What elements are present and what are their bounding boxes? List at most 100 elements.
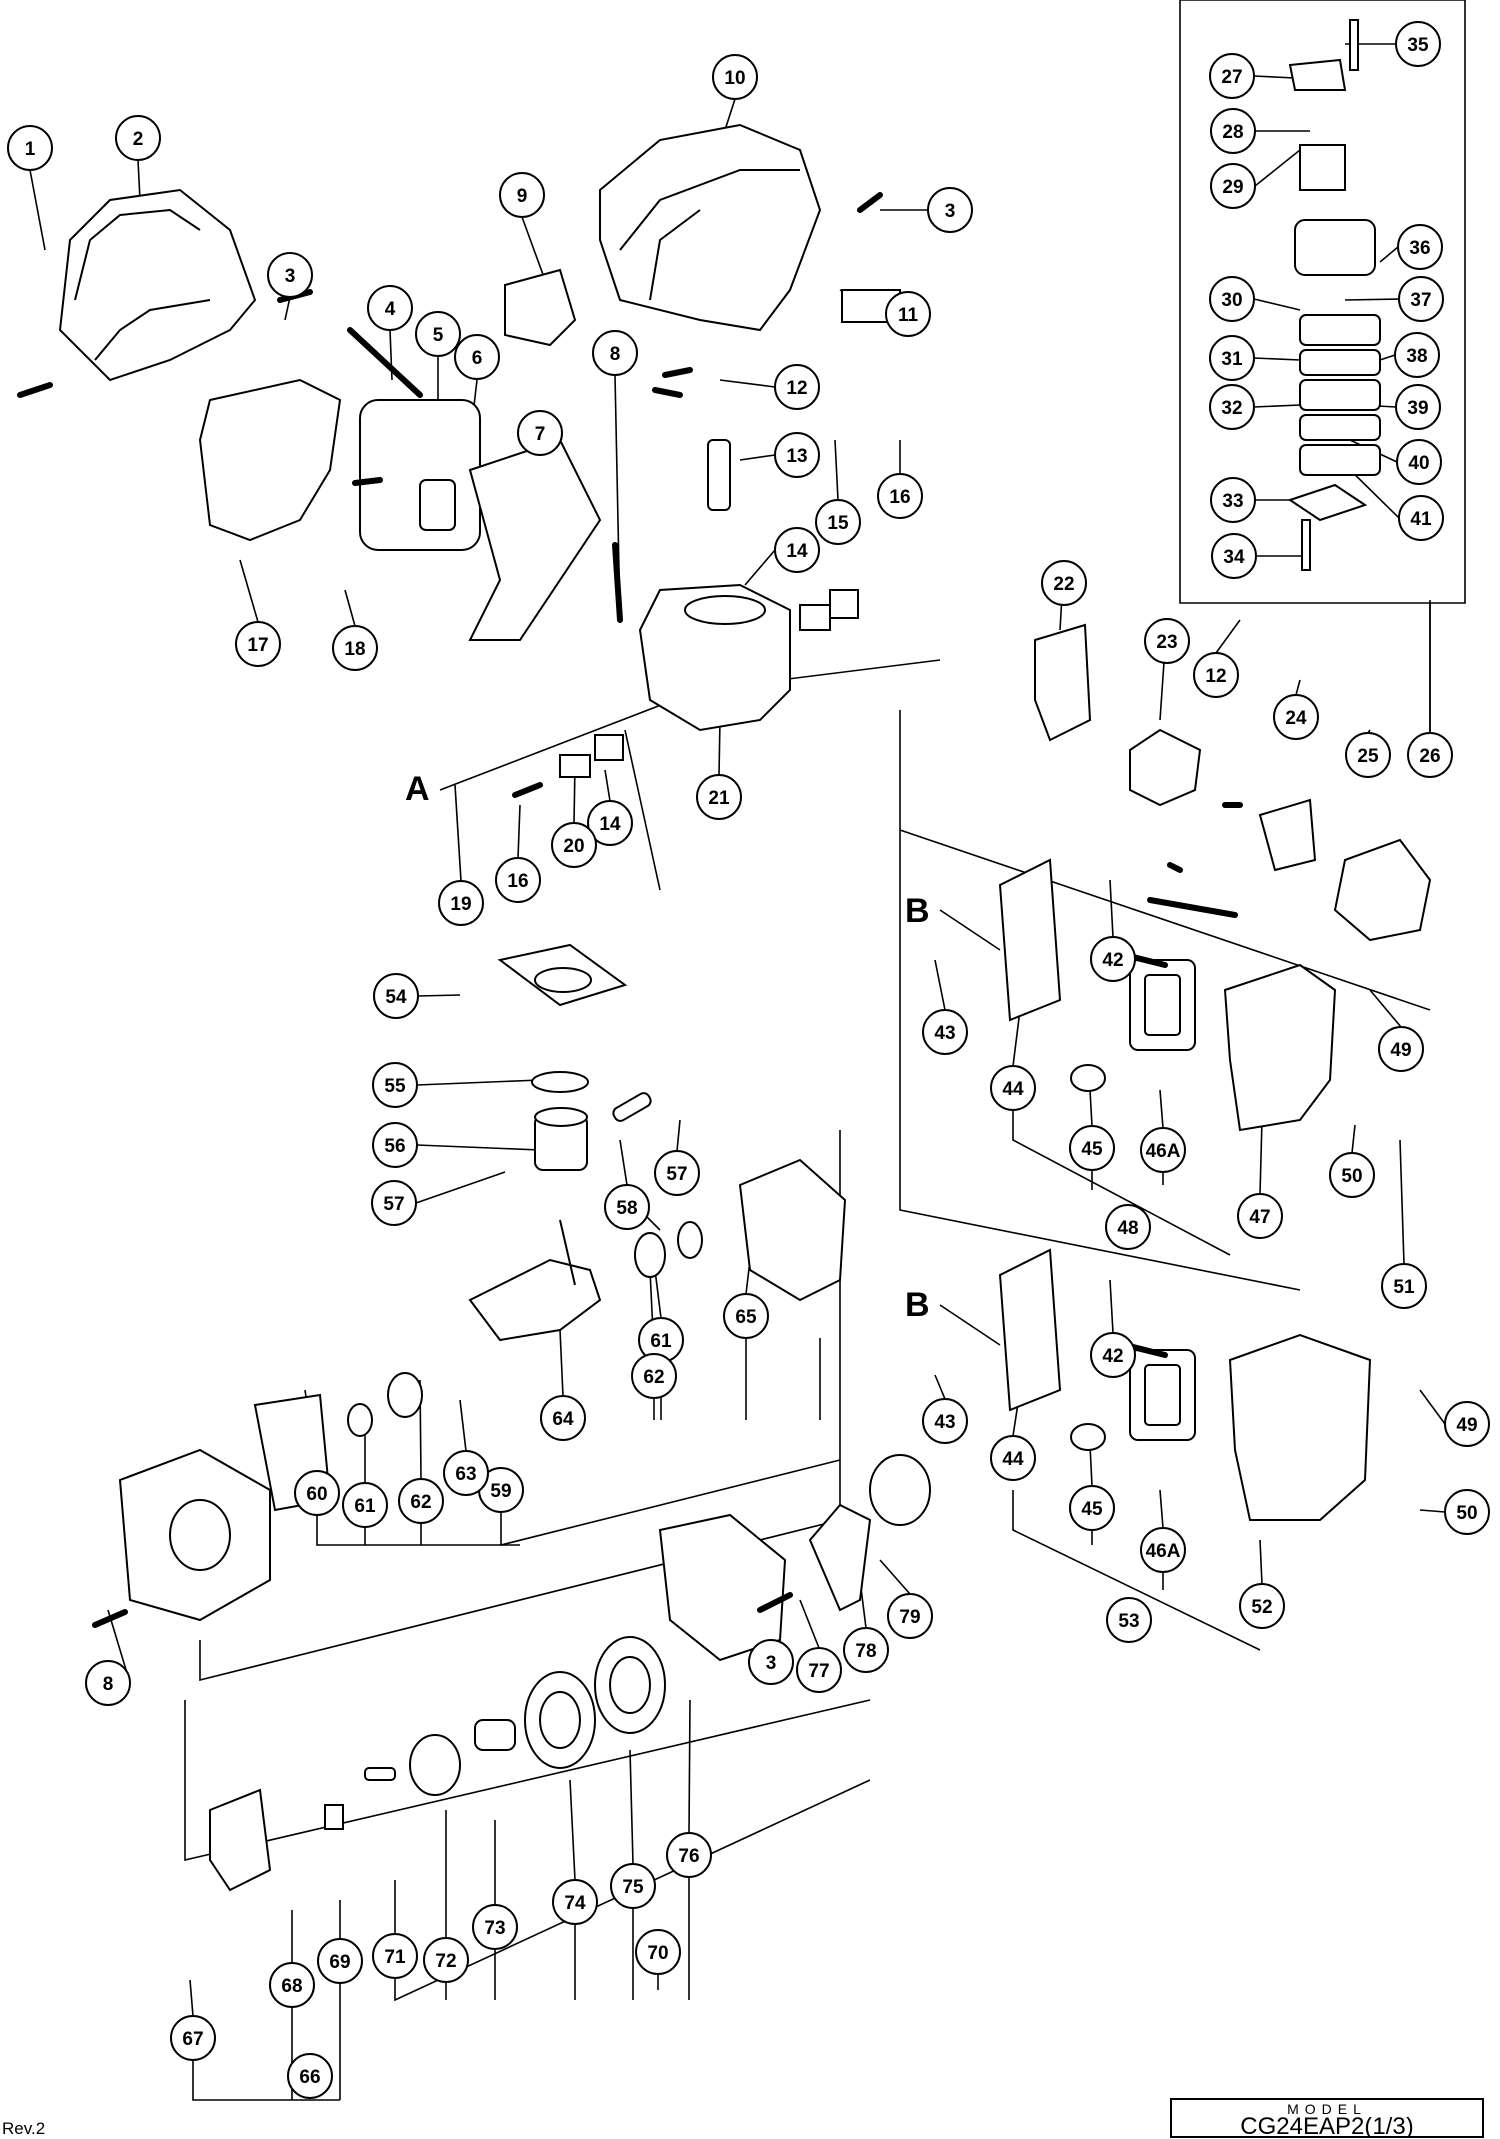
svg-text:14: 14: [786, 541, 808, 562]
svg-text:62: 62: [410, 1492, 431, 1513]
svg-text:69: 69: [329, 1952, 350, 1973]
svg-text:40: 40: [1408, 453, 1429, 474]
callout-2: 2: [115, 115, 161, 161]
svg-text:49: 49: [1390, 1040, 1411, 1061]
svg-text:57: 57: [666, 1164, 687, 1185]
callout-45: 45: [1069, 1125, 1115, 1171]
svg-text:5: 5: [433, 325, 444, 346]
callout-65: 65: [723, 1293, 769, 1339]
svg-text:47: 47: [1249, 1207, 1270, 1228]
svg-text:61: 61: [650, 1331, 672, 1352]
svg-text:58: 58: [616, 1198, 637, 1219]
svg-text:65: 65: [735, 1307, 757, 1328]
callout-66: 66: [287, 2053, 333, 2099]
callout-63: 63: [443, 1450, 489, 1496]
svg-text:23: 23: [1156, 632, 1177, 653]
callout-56: 56: [372, 1122, 418, 1168]
callout-21: 21: [696, 774, 742, 820]
svg-text:74: 74: [564, 1893, 586, 1914]
callout-57: 57: [371, 1180, 417, 1226]
callout-16: 16: [495, 857, 541, 903]
svg-text:17: 17: [247, 635, 268, 656]
svg-text:50: 50: [1456, 1503, 1477, 1524]
svg-text:77: 77: [808, 1661, 829, 1682]
callout-51: 51: [1381, 1263, 1427, 1309]
svg-text:49: 49: [1456, 1415, 1477, 1436]
callout-73: 73: [472, 1904, 518, 1950]
svg-text:9: 9: [517, 186, 528, 207]
callout-61: 61: [342, 1482, 388, 1528]
svg-text:30: 30: [1221, 290, 1242, 311]
callout-14: 14: [587, 800, 633, 846]
svg-text:67: 67: [182, 2029, 203, 2050]
svg-text:35: 35: [1407, 35, 1429, 56]
svg-text:25: 25: [1357, 746, 1379, 767]
callout-1: 1: [7, 125, 53, 171]
callout-11: 11: [885, 291, 931, 337]
callout-23: 23: [1144, 618, 1190, 664]
section-marker-b-1: B: [905, 892, 930, 930]
svg-text:42: 42: [1102, 1346, 1123, 1367]
callout-42: 42: [1090, 936, 1136, 982]
svg-text:43: 43: [934, 1412, 955, 1433]
callout-5: 5: [415, 311, 461, 357]
callout-25: 25: [1345, 732, 1391, 778]
svg-text:3: 3: [766, 1653, 777, 1674]
callout-3: 3: [927, 187, 973, 233]
svg-text:70: 70: [647, 1943, 668, 1964]
callout-3: 3: [748, 1639, 794, 1685]
callout-40: 40: [1396, 439, 1442, 485]
callout-61: 61: [638, 1317, 684, 1363]
callout-50: 50: [1329, 1152, 1375, 1198]
svg-text:18: 18: [344, 639, 365, 660]
callout-12: 12: [1193, 652, 1239, 698]
callout-69: 69: [317, 1938, 363, 1984]
callout-35: 35: [1395, 21, 1441, 67]
callout-34: 34: [1211, 533, 1257, 579]
callout-8: 8: [592, 330, 638, 376]
callout-45: 45: [1069, 1485, 1115, 1531]
svg-text:56: 56: [384, 1136, 405, 1157]
svg-text:37: 37: [1410, 290, 1431, 311]
model-number: CG24EAP2(1/3): [1170, 2117, 1484, 2138]
callout-32: 32: [1209, 384, 1255, 430]
svg-text:28: 28: [1222, 122, 1243, 143]
svg-text:4: 4: [385, 299, 396, 320]
svg-text:3: 3: [945, 201, 956, 222]
callout-13: 13: [774, 432, 820, 478]
svg-text:16: 16: [889, 487, 910, 508]
callout-67: 67: [170, 2015, 216, 2061]
svg-text:26: 26: [1419, 746, 1440, 767]
svg-text:46A: 46A: [1146, 1141, 1181, 1162]
svg-text:66: 66: [299, 2067, 320, 2088]
svg-text:50: 50: [1341, 1166, 1362, 1187]
svg-text:14: 14: [599, 814, 621, 835]
callout-55: 55: [372, 1062, 418, 1108]
svg-text:54: 54: [385, 987, 407, 1008]
svg-text:24: 24: [1285, 708, 1307, 729]
callout-62: 62: [398, 1478, 444, 1524]
callout-37: 37: [1398, 276, 1444, 322]
callout-30: 30: [1209, 276, 1255, 322]
svg-text:76: 76: [678, 1846, 699, 1867]
revision-label: Rev.2: [2, 2119, 46, 2138]
callout-15: 15: [815, 499, 861, 545]
callout-47: 47: [1237, 1193, 1283, 1239]
callout-7: 7: [517, 410, 563, 456]
svg-text:36: 36: [1409, 238, 1430, 259]
callout-46A: 46A: [1140, 1527, 1186, 1573]
svg-text:62: 62: [643, 1367, 664, 1388]
svg-text:68: 68: [281, 1976, 302, 1997]
callout-62: 62: [631, 1353, 677, 1399]
svg-text:21: 21: [708, 788, 730, 809]
model-label: MODEL: [1170, 2098, 1484, 2119]
svg-text:79: 79: [899, 1607, 920, 1628]
callout-53: 53: [1106, 1597, 1152, 1643]
svg-text:22: 22: [1053, 574, 1074, 595]
callout-8: 8: [85, 1660, 131, 1706]
callout-74: 74: [552, 1879, 598, 1925]
callout-76: 76: [666, 1832, 712, 1878]
callout-48: 48: [1105, 1204, 1151, 1250]
svg-text:8: 8: [103, 1674, 114, 1695]
callout-27: 27: [1209, 53, 1255, 99]
